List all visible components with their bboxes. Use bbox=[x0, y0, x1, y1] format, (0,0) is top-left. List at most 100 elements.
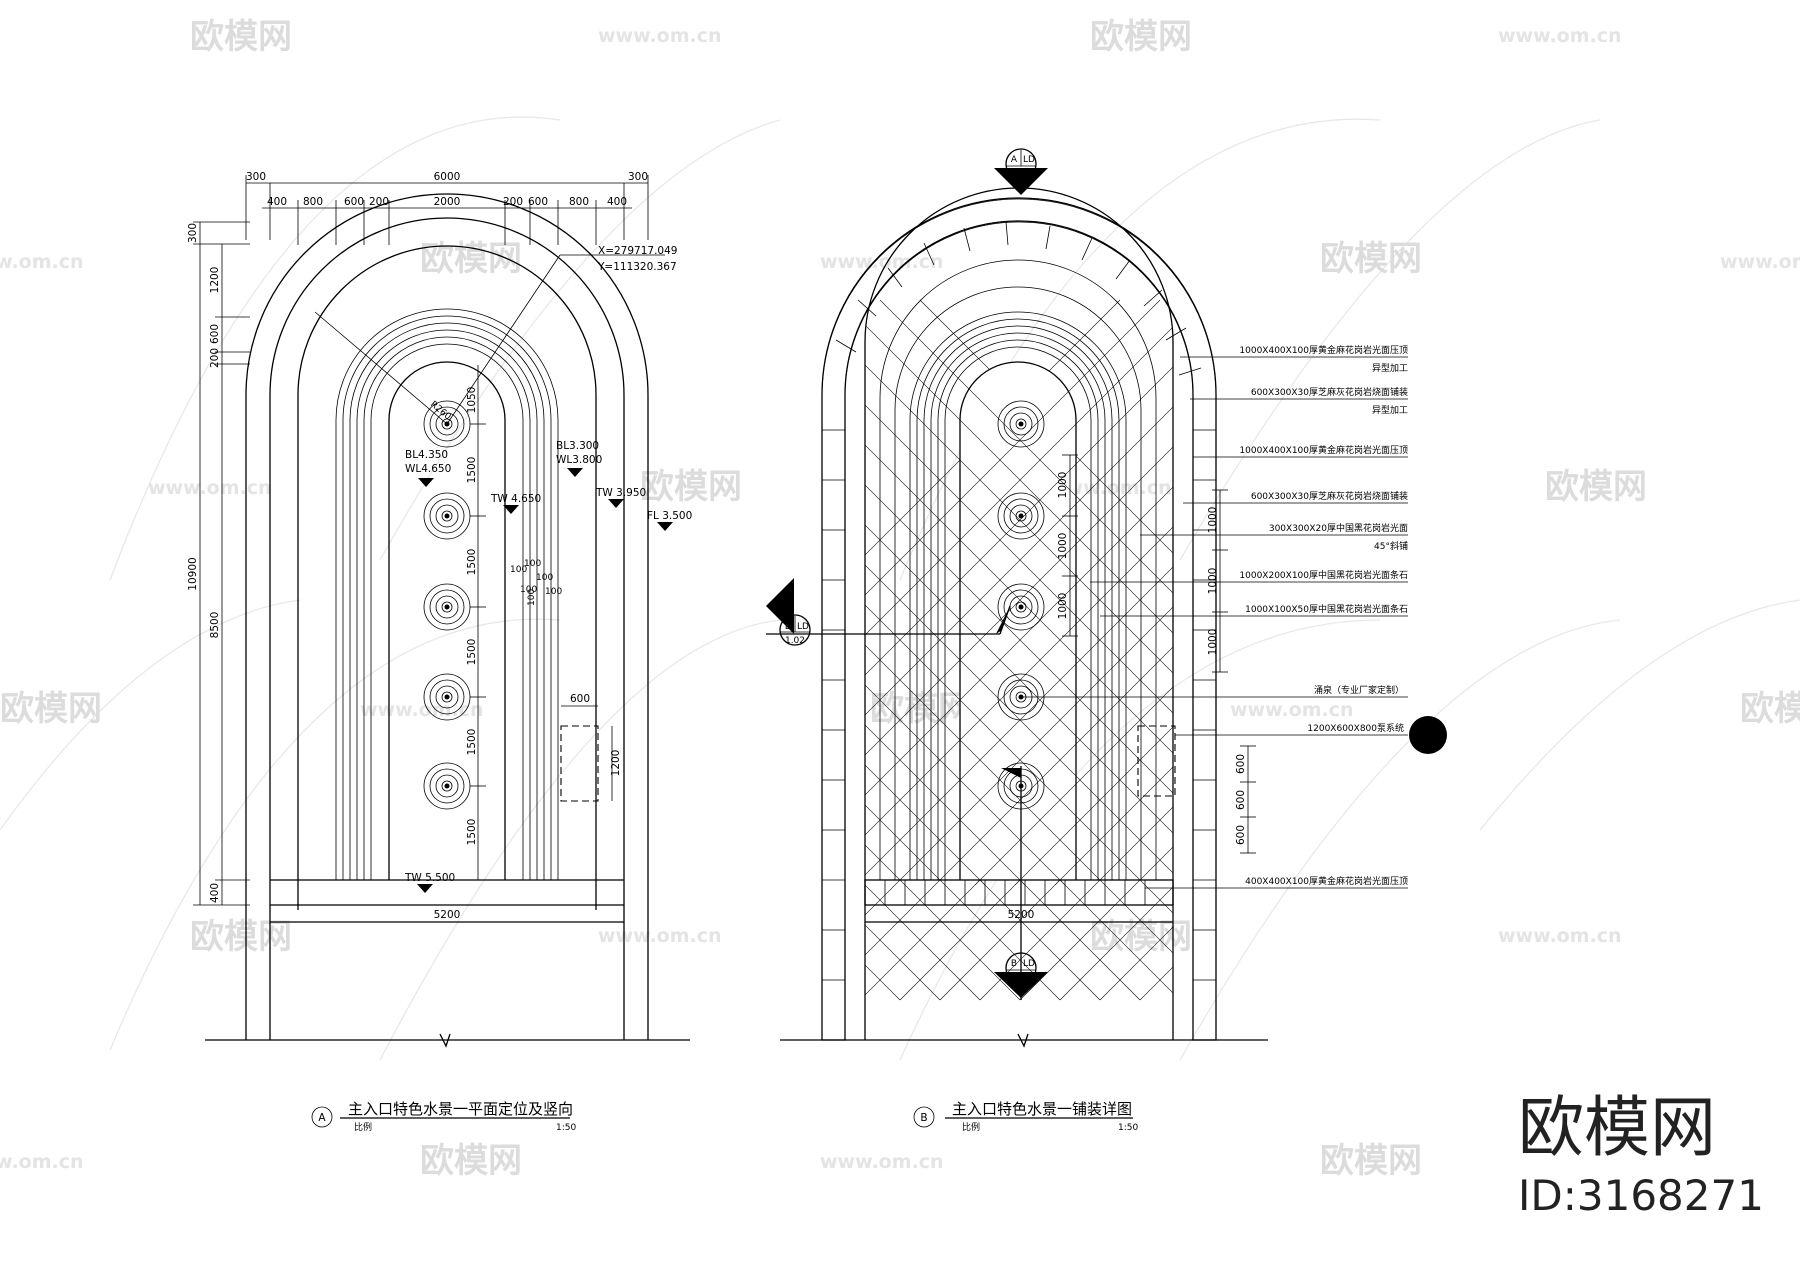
dim-text: 10900 bbox=[187, 557, 199, 590]
dim-text: 400 bbox=[267, 196, 287, 208]
dim-text: 100 bbox=[510, 565, 527, 575]
fountain-list-a bbox=[423, 400, 471, 810]
dim-text: 1000 bbox=[1057, 593, 1069, 620]
section-marker-a: A LD 1.02 bbox=[994, 148, 1048, 195]
coping-joints bbox=[822, 221, 1216, 981]
material-note: 异型加工 bbox=[1372, 363, 1408, 374]
dim-text: 1500 bbox=[466, 729, 478, 756]
dim-text: 1500 bbox=[466, 639, 478, 666]
dim-text: 600 bbox=[344, 196, 364, 208]
watermark-brand: 欧模网 bbox=[420, 1141, 522, 1181]
dim-text: 1500 bbox=[466, 819, 478, 846]
material-text: 400X400X100厚黄金麻花岗岩光面压顶 bbox=[1245, 875, 1408, 887]
section-letter: B bbox=[785, 622, 791, 632]
section-letter: A bbox=[1011, 155, 1018, 165]
drawing-a-title: A 主入口特色水景一平面定位及竖向 比例 1:50 bbox=[311, 1100, 576, 1133]
level-triangle bbox=[417, 884, 433, 893]
fountain-jet bbox=[997, 492, 1045, 540]
step-dims: 100 100 100 100 100 100 bbox=[510, 559, 562, 606]
watermark-brand: 欧模网 bbox=[1545, 467, 1647, 507]
material-text: 1000X100X50厚中国黑花岗岩光面条石 bbox=[1245, 603, 1408, 615]
dim-text: 100 bbox=[520, 585, 537, 595]
level-markers: BL4.350 WL4.650 TW 4.650 BL3.300 WL3.800… bbox=[404, 440, 692, 893]
drawing-title: 主入口特色水景一铺装详图 bbox=[952, 1100, 1132, 1118]
watermark-brand: 欧模网 bbox=[870, 689, 972, 729]
watermark-brand: 欧模网 bbox=[1740, 689, 1800, 729]
dim-text: 1000 bbox=[1207, 507, 1219, 534]
dim-text: 1050 bbox=[466, 387, 478, 414]
material-text: 涌泉（专业厂家定制） bbox=[1314, 684, 1404, 696]
arch-coping bbox=[821, 187, 1217, 1041]
watermark-swirl bbox=[0, 116, 1800, 1061]
dim-text: 1200 bbox=[610, 750, 622, 777]
brand-block: 欧模网 ID:3168271 bbox=[1518, 1089, 1764, 1220]
level-triangle bbox=[418, 478, 434, 487]
dim-text: 800 bbox=[303, 196, 323, 208]
section-letter: B bbox=[1011, 959, 1017, 969]
material-note: 45°斜铺 bbox=[1374, 540, 1408, 552]
arch-outer bbox=[245, 193, 649, 1040]
coord-y: Y=111320.367 bbox=[597, 261, 677, 273]
dim-text: 600 bbox=[1235, 754, 1247, 774]
dim-text: 100 bbox=[524, 559, 541, 569]
dim-text: 400 bbox=[607, 196, 627, 208]
material-text: 1000X400X100厚黄金麻花岗岩光面压顶 bbox=[1239, 344, 1408, 356]
top-dimension: 6000 300 300 400 800 600 200 2000 200 60… bbox=[245, 171, 649, 245]
watermark-brand: 欧模网 bbox=[190, 17, 292, 57]
coord-x: X=279717.049 bbox=[598, 245, 677, 257]
dim-text: 1500 bbox=[466, 549, 478, 576]
level-triangle bbox=[567, 468, 583, 477]
level-label: WL3.800 bbox=[556, 454, 602, 466]
watermark-brand: 欧模网 bbox=[1320, 239, 1422, 279]
watermark-brand: 欧模网 bbox=[420, 239, 522, 279]
material-text: 1000X400X100厚黄金麻花岗岩光面压顶 bbox=[1239, 444, 1408, 456]
watermark-url: www.om.cn bbox=[0, 1151, 84, 1173]
scale-value: 1:50 bbox=[1118, 1123, 1138, 1133]
dim-text: 600 bbox=[1235, 825, 1247, 845]
dim-text: 200 bbox=[209, 348, 221, 368]
watermark-brand: 欧模网 bbox=[1090, 917, 1192, 957]
level-triangle bbox=[608, 499, 624, 508]
pump-box-b bbox=[1137, 725, 1176, 797]
watermark-layer: 欧模网 欧模网 欧模网 欧模网 欧模网 欧模网 欧模网 欧模网 欧模网 欧模网 … bbox=[0, 17, 1800, 1181]
dim-text: 200 bbox=[369, 196, 389, 208]
water-channel bbox=[960, 362, 1076, 880]
dim-text: 300 bbox=[628, 171, 648, 183]
watermark-url: www.om.cn bbox=[148, 477, 272, 499]
dim-text: 1200 bbox=[209, 267, 221, 294]
dim-text: 100 bbox=[536, 573, 553, 583]
brand-logo-text: 欧模网 bbox=[1518, 1089, 1716, 1166]
dim-text: 100 bbox=[527, 589, 537, 606]
section-sheet: 1.03 bbox=[1011, 973, 1031, 983]
fountain-list-b bbox=[997, 400, 1045, 810]
watermark-brand: 欧模网 bbox=[0, 689, 102, 729]
material-callouts: 1000X400X100厚黄金麻花岗岩光面压顶 异型加工 600X300X30厚… bbox=[1021, 344, 1408, 889]
section-ref: LD bbox=[797, 622, 809, 632]
dim-text: 5200 bbox=[1008, 909, 1035, 921]
watermark-url: www.om.cn bbox=[1720, 251, 1800, 273]
spacing-dimension: 1050 1500 1500 1500 1500 1500 bbox=[466, 365, 486, 880]
level-label: TW 5.500 bbox=[404, 872, 455, 884]
dim-text: 2000 bbox=[434, 196, 461, 208]
channel-bands bbox=[879, 259, 1157, 880]
watermark-brand: 欧模网 bbox=[1090, 17, 1192, 57]
section-marker-c: B LD 1.03 bbox=[994, 766, 1048, 1000]
level-label: BL3.300 bbox=[556, 440, 599, 452]
scale-label: 比例 bbox=[354, 1121, 372, 1133]
material-text: 600X300X30厚芝麻灰花岗岩烧面铺装 bbox=[1251, 490, 1408, 502]
title-letter: B bbox=[920, 1112, 927, 1124]
break-mark bbox=[439, 1033, 451, 1048]
dim-text: 1000 bbox=[1057, 533, 1069, 560]
watermark-url: www.om.cn bbox=[820, 1151, 944, 1173]
fountain-jet bbox=[997, 400, 1045, 448]
scale-label: 比例 bbox=[962, 1121, 980, 1133]
dim-text: 300 bbox=[187, 223, 199, 243]
watermark-brand: 欧模网 bbox=[640, 467, 742, 507]
dim-text: 200 bbox=[503, 196, 523, 208]
bottom-slab bbox=[864, 879, 1174, 923]
level-label: TW 3.950 bbox=[595, 487, 646, 499]
material-text: 300X300X20厚中国黑花岗岩光面 bbox=[1269, 522, 1408, 534]
drawing-b-title: B 主入口特色水景一铺装详图 比例 1:50 bbox=[913, 1100, 1138, 1133]
dim-text: 6000 bbox=[434, 171, 461, 183]
